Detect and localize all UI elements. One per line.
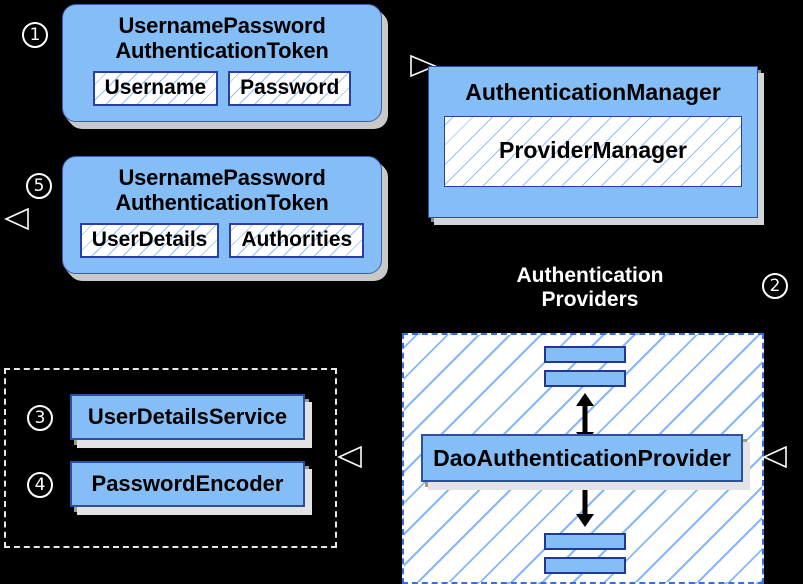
authentication-manager-box[interactable]: AuthenticationManager ProviderManager: [428, 66, 758, 218]
authorities-field[interactable]: Authorities: [229, 223, 365, 259]
step-number-3: 3: [27, 405, 53, 431]
userdetails-field[interactable]: UserDetails: [79, 223, 220, 259]
provider-slat-bottom-2[interactable]: [544, 557, 626, 574]
user-details-service-box[interactable]: UserDetailsService: [70, 394, 305, 440]
provider-manager-box[interactable]: ProviderManager: [444, 116, 742, 187]
step-number-1: 1: [22, 22, 48, 48]
token-request-title: UsernamePassword AuthenticationToken: [115, 13, 329, 64]
username-password-authentication-token-request[interactable]: UsernamePassword AuthenticationToken Use…: [62, 4, 382, 122]
authentication-providers-caption: Authentication Providers: [516, 264, 664, 312]
step-number-2: 2: [762, 273, 788, 299]
authentication-manager-title: AuthenticationManager: [465, 79, 721, 105]
username-password-authentication-token-result[interactable]: UsernamePassword AuthenticationToken Use…: [62, 156, 382, 274]
dao-authentication-provider-box[interactable]: DaoAuthenticationProvider: [421, 434, 743, 482]
password-encoder-box[interactable]: PasswordEncoder: [70, 461, 305, 507]
triangle-right-icon-manager: [409, 54, 438, 78]
step-number-4: 4: [27, 472, 53, 498]
token-result-fields: UserDetails Authorities: [75, 223, 369, 259]
arrow-up-down-icon-bottom: [575, 475, 595, 527]
step-number-5: 5: [26, 173, 52, 199]
token-result-title: UsernamePassword AuthenticationToken: [115, 165, 329, 216]
triangle-left-icon-dependencies: [337, 445, 363, 469]
provider-slat-top-2[interactable]: [544, 370, 626, 387]
provider-slat-bottom-1[interactable]: [544, 533, 626, 550]
username-field[interactable]: Username: [92, 71, 219, 107]
provider-slat-top-1[interactable]: [544, 346, 626, 363]
dependencies-group: [4, 368, 337, 548]
triangle-left-icon-provider: [762, 445, 788, 469]
triangle-left-icon-result: [4, 207, 30, 231]
token-request-fields: Username Password: [75, 71, 369, 107]
password-field[interactable]: Password: [228, 71, 352, 107]
